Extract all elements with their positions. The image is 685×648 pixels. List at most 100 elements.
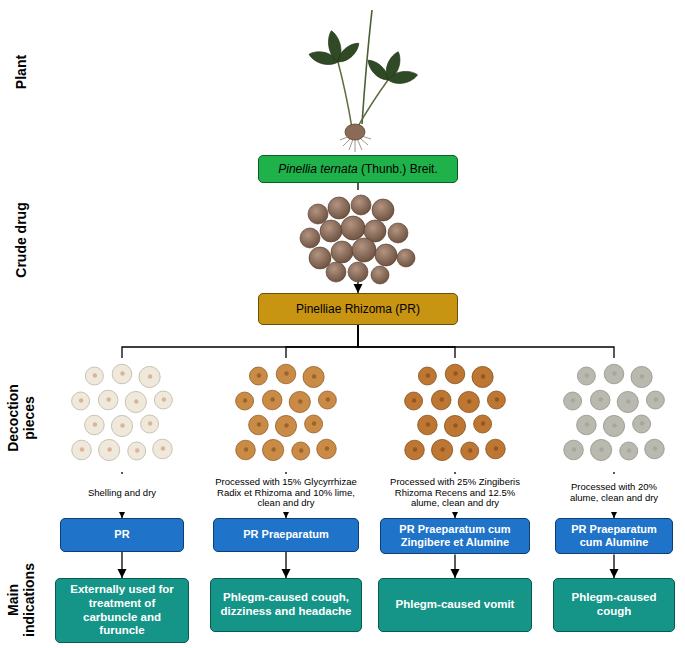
piece-scar [120, 423, 124, 427]
decoction-piece [486, 439, 506, 459]
decoction-pieces-illustration [383, 358, 527, 472]
crude-drug-illustration [290, 190, 430, 284]
decoction-box: PR Praeparatum cum Alumine [555, 518, 673, 554]
piece-body [72, 392, 90, 410]
piece-body [646, 391, 664, 409]
tuber-piece [328, 197, 350, 219]
decoction-piece [303, 366, 324, 387]
tuber-piece [300, 228, 320, 248]
tuber-piece [308, 204, 328, 224]
decoction-pieces-illustration [542, 358, 685, 472]
image-ground [290, 190, 430, 282]
piece-scar [627, 448, 631, 452]
decoction-piece [633, 415, 651, 433]
piece-scar [612, 371, 616, 375]
piece-body [487, 391, 505, 409]
processing-note: Processed with 20% alume, clean and dry [555, 474, 673, 512]
decoction-piece [645, 439, 665, 459]
piece-scar [79, 398, 83, 402]
decoction-piece [604, 364, 624, 384]
piece-body [645, 439, 665, 459]
piece-scar [468, 448, 472, 452]
decoction-piece [236, 392, 254, 410]
piece-scar [453, 371, 457, 375]
decoction-pieces-illustration [214, 358, 358, 472]
piece-scar [135, 448, 139, 452]
piece-body [604, 364, 624, 384]
row-label: Decoction pieces [5, 373, 37, 463]
piece-scar [572, 447, 576, 451]
decoction-piece [577, 367, 595, 385]
tuber-piece [331, 241, 353, 263]
tuber-piece [397, 249, 415, 267]
piece-body [236, 440, 256, 460]
piece-scar [148, 374, 152, 378]
piece-scar [481, 374, 485, 378]
piece-scar [107, 447, 111, 451]
decoction-piece [474, 415, 492, 433]
decoction-piece [262, 390, 282, 410]
indication-box: Phlegm-caused vomit [378, 578, 532, 632]
piece-body [486, 439, 506, 459]
decoction-piece [418, 415, 438, 435]
decoction-piece [275, 415, 296, 436]
piece-body [85, 415, 105, 435]
piece-scar [654, 397, 658, 401]
tuber-piece [388, 223, 408, 243]
piece-body [458, 391, 479, 412]
piece-body [111, 415, 132, 436]
processing-note: Shelling and dry [60, 474, 184, 512]
piece-scar [426, 422, 430, 426]
image-ground [383, 358, 527, 472]
piece-body [153, 439, 173, 459]
piece-body [303, 366, 324, 387]
decoction-box: PR Praeparatum [213, 518, 359, 552]
piece-body [418, 415, 438, 435]
decoction-piece [85, 415, 105, 435]
piece-body [418, 367, 436, 385]
piece-scar [299, 448, 303, 452]
tuber-piece [320, 220, 342, 242]
box-text: Externally used for treatment of carbunc… [64, 583, 180, 638]
decoction-piece [263, 439, 284, 460]
piece-scar [585, 373, 589, 377]
piece-body [125, 391, 146, 412]
piece-body [461, 442, 479, 460]
piece-scar [640, 374, 644, 378]
decoction-piece [318, 391, 336, 409]
decoction-piece [591, 439, 612, 460]
decoction-piece [603, 415, 624, 436]
decoction-piece [432, 439, 453, 460]
row-label: Plant [13, 27, 29, 117]
piece-scar [312, 421, 316, 425]
plant-stem [338, 62, 352, 128]
decoction-piece [141, 415, 159, 433]
tuber-piece [309, 247, 331, 269]
piece-body [289, 391, 310, 412]
piece-scar [271, 397, 275, 401]
box-text: Pinelliae Rhizoma (PR) [296, 302, 420, 316]
box-text: Phlegm-caused cough [562, 591, 666, 619]
decoction-piece [472, 366, 493, 387]
piece-body [112, 364, 132, 384]
piece-scar [571, 398, 575, 402]
plant-stem [357, 80, 388, 128]
piece-scar [162, 397, 166, 401]
piece-scar [599, 397, 603, 401]
decoction-piece [276, 364, 296, 384]
piece-scar [494, 446, 498, 450]
box-text: PR Praeparatum [243, 528, 329, 541]
piece-body [263, 439, 284, 460]
piece-scar [325, 446, 329, 450]
piece-scar [413, 447, 417, 451]
piece-body [445, 364, 465, 384]
piece-body [249, 415, 269, 435]
image-ground [214, 358, 358, 472]
piece-body [474, 415, 492, 433]
indication-box: Phlegm-caused cough, dizziness and heada… [210, 578, 362, 632]
piece-scar [599, 447, 603, 451]
piece-body [472, 366, 493, 387]
piece-scar [326, 397, 330, 401]
decoction-piece [405, 440, 425, 460]
decoction-piece [85, 367, 103, 385]
